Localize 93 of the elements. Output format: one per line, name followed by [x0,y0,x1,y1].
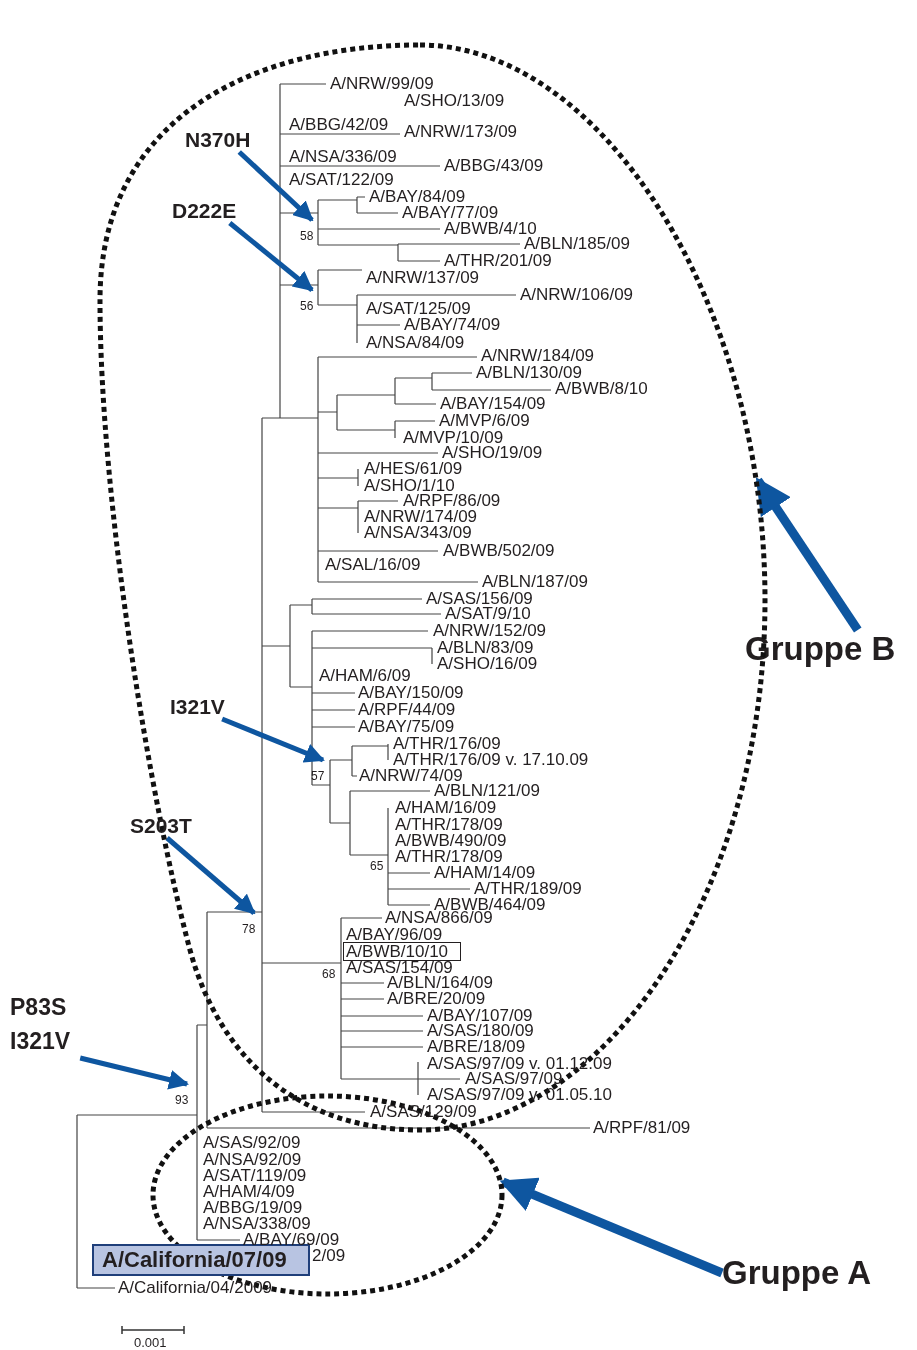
strain-label: A/HAM/4/09 [203,1184,295,1200]
strain-label: A/NRW/137/09 [366,270,480,286]
strain-label: A/HAM/16/09 [395,800,497,816]
strain-label: A/HES/61/09 [364,461,463,477]
strain-label: A/HAM/6/09 [319,668,411,684]
arrow [165,836,256,915]
strain-label: A/BAY/154/09 [440,396,546,412]
strain-label: A/MVP/6/09 [439,413,530,429]
strain-label: A/SAS/92/09 [203,1135,301,1151]
strain-label: A/BAY/107/09 [427,1008,533,1024]
mutation-label: D222E [172,199,237,223]
strain-label: A/SHO/13/09 [404,93,505,109]
strain-label: A/THR/201/09 [444,253,552,269]
strain-label: A/THR/178/09 [395,817,503,833]
strain-label: A/SAS/156/09 [426,591,533,607]
scale-value: 0.001 [134,1336,167,1350]
bootstrap-value: 93 [175,1084,189,1107]
bootstrap-value: 65 [370,860,384,873]
strain-label: A/RPF/44/09 [358,702,456,718]
strain-label: A/BLN/83/09 [437,640,534,656]
strain-label: A/BAY/84/09 [369,189,466,205]
strain-label: A/NRW/174/09 [364,509,478,525]
arrow [228,221,314,292]
mutation-label: I321V [170,695,225,719]
group-label: Gruppe A [722,1254,872,1292]
strain-label: A/SAS/154/09 [346,960,453,976]
strain-label: A/BAY/77/09 [402,205,499,221]
strain-label: A/BLN/121/09 [434,783,540,799]
strain-label: A/BBG/19/09 [203,1200,303,1216]
strain-label: A/THR/178/09 [395,849,503,865]
strain-label: A/BAY/75/09 [358,719,455,735]
strain-label: A/RPF/81/09 [593,1120,691,1136]
strain-label: A/BBG/42/09 [289,117,389,133]
strain-label: A/HAM/14/09 [434,865,536,881]
strain-label: A/SAT/119/09 [203,1168,307,1184]
strain-label: A/NRW/99/09 [330,76,434,92]
strain-label: A/SHO/1/10 [364,478,455,494]
bootstrap-value: 68 [322,968,336,981]
group-label: Gruppe B [745,630,896,668]
strain-label: A/BLN/187/09 [482,574,588,590]
strain-label: A/BRE/18/09 [427,1039,526,1055]
highlighted-strain-box: A/California/07/09 [92,1244,310,1276]
strain-label: A/SAT/125/09 [366,301,471,317]
strain-label: A/SHO/16/09 [437,656,538,672]
bootstrap-value: 56 [300,290,314,313]
strain-label: A/NRW/106/09 [520,287,634,303]
strain-label: A/BLN/130/09 [476,365,582,381]
arrow [237,150,314,222]
mutation-label: P83S I321V [10,990,88,1058]
strain-label: A/SAT/9/10 [445,606,531,622]
strain-label: A/BLN/185/09 [524,236,630,252]
strain-label: A/BLN/164/09 [387,975,493,991]
strain-label: A/BAY/74/09 [404,317,501,333]
strain-label: A/NSA/338/09 [203,1216,311,1232]
strain-label: A/BWB/490/09 [395,833,507,849]
strain-label: 2/09 [312,1248,346,1264]
strain-label: A/BWB/502/09 [443,543,555,559]
strain-label: A/THR/176/09 [393,736,501,752]
strain-label: A/NRW/173/09 [404,124,518,140]
strain-label: A/BWB/8/10 [555,381,648,397]
strain-label: A/BAY/96/09 [346,927,443,943]
strain-label: A/California/04/2009 [118,1280,273,1296]
strain-label: A/NSA/866/09 [385,910,493,926]
arrow [221,716,325,763]
arrow [79,1055,189,1090]
strain-label: A/NSA/84/09 [366,335,465,351]
strain-label: A/NSA/336/09 [289,149,397,165]
strain-label: A/SAS/180/09 [427,1023,534,1039]
arrow [499,1177,724,1278]
strain-label: A/SAL/16/09 [325,557,421,573]
strain-label: A/NRW/74/09 [359,768,463,784]
mutation-label: S203T [130,814,192,838]
strain-label: A/SHO/19/09 [442,445,543,461]
strain-label: A/NRW/184/09 [481,348,595,364]
strain-label: A/THR/176/09 v. 17.10.09 [393,752,589,768]
strain-label: A/BWB/4/10 [444,221,537,237]
strain-label: A/NRW/152/09 [433,623,547,639]
strain-label: A/RPF/86/09 [403,493,501,509]
strain-label: A/BAY/150/09 [358,685,464,701]
strain-label: A/THR/189/09 [474,881,582,897]
arrow [754,477,862,633]
strain-label: A/BBG/43/09 [444,158,544,174]
strain-label: A/BRE/20/09 [387,991,486,1007]
strain-label: A/NSA/343/09 [364,525,472,541]
bootstrap-value: 58 [300,220,314,243]
strain-label: A/MVP/10/09 [403,430,504,446]
bootstrap-value: 57 [311,760,325,783]
strain-label: A/SAS/97/09 [465,1071,563,1087]
strain-label: A/SAT/122/09 [289,172,394,188]
mutation-label: N370H [185,128,251,152]
boxed-strain-label: A/BWB/10/10 [343,942,461,961]
strain-label: A/NSA/92/09 [203,1152,302,1168]
bootstrap-value: 78 [242,913,256,936]
